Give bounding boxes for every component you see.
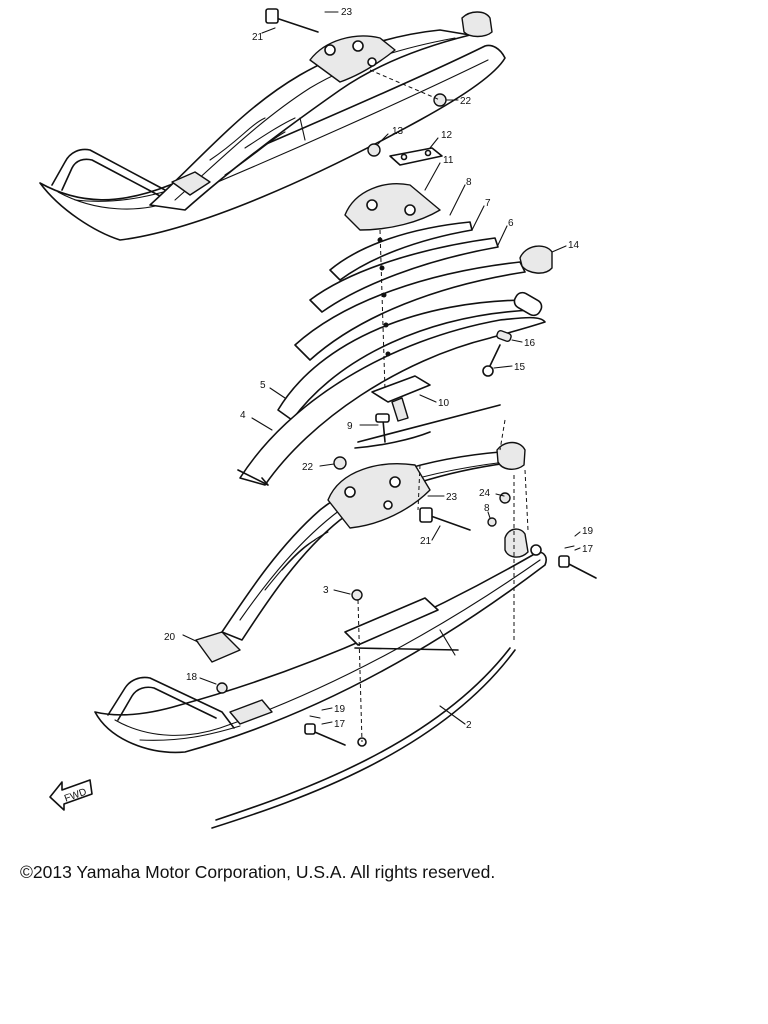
callout-14: 14 — [568, 240, 580, 251]
callout-13: 13 — [392, 126, 404, 137]
callout-8-upper: 8 — [466, 177, 472, 188]
callout-17-rear: 17 — [582, 544, 594, 555]
parts-diagram: 23 21 22 13 12 11 8 7 6 14 16 15 5 10 4 … — [39, 7, 597, 829]
callout-4: 4 — [240, 410, 246, 421]
callout-19-front: 19 — [334, 704, 346, 715]
callout-23-bottom: 23 — [446, 492, 458, 503]
callout-22-bottom: 22 — [302, 462, 314, 473]
callout-7: 7 — [485, 198, 491, 209]
callout-3: 3 — [323, 585, 329, 596]
callout-2: 2 — [466, 720, 472, 731]
callout-8-lower: 8 — [484, 503, 490, 514]
callout-11: 11 — [443, 155, 454, 166]
callout-23-top: 23 — [341, 7, 353, 18]
callout-22-top: 22 — [460, 96, 472, 107]
lower-ski-assembly — [49, 419, 597, 829]
exploded-leaf-spring — [237, 143, 553, 486]
copyright-notice: ©2013 Yamaha Motor Corporation, U.S.A. A… — [20, 862, 496, 882]
callout-17-front: 17 — [334, 719, 346, 730]
callout-19-rear: 19 — [582, 526, 594, 537]
callout-16: 16 — [524, 338, 536, 349]
callout-labels: 23 21 22 13 12 11 8 7 6 14 16 15 5 10 4 … — [63, 7, 594, 805]
callout-6: 6 — [508, 218, 514, 229]
upper-ski-assembly — [39, 8, 506, 241]
callout-12: 12 — [441, 130, 453, 141]
callout-20: 20 — [164, 632, 176, 643]
callout-18: 18 — [186, 672, 198, 683]
callout-21-top: 21 — [252, 32, 264, 43]
callout-24: 24 — [479, 488, 491, 499]
callout-15: 15 — [514, 362, 526, 373]
callout-10: 10 — [438, 398, 450, 409]
callout-9: 9 — [347, 421, 353, 432]
callout-21-bottom: 21 — [420, 536, 432, 547]
callout-5: 5 — [260, 380, 266, 391]
fwd-direction-label: FWD — [63, 787, 88, 805]
